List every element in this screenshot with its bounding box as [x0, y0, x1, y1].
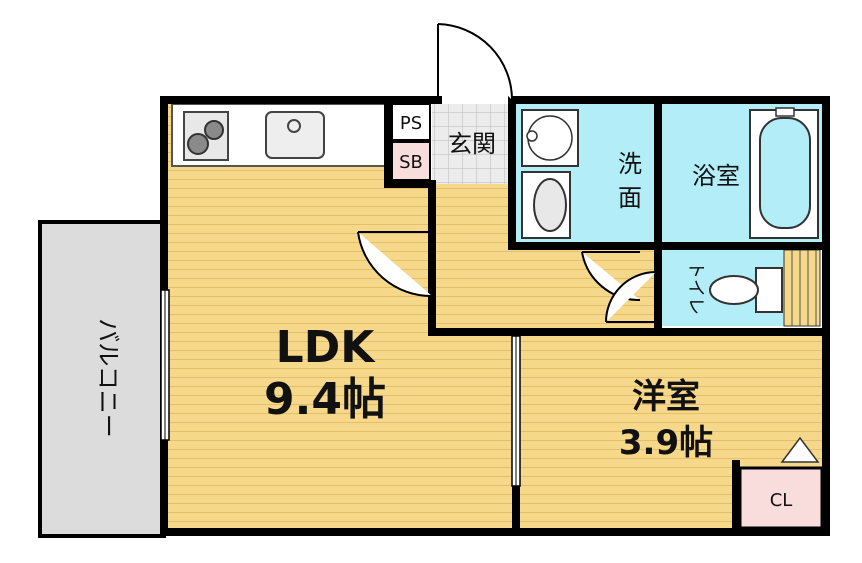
entrance-door-swing [437, 23, 513, 101]
washroom-label-2: 面 [618, 184, 642, 212]
breaker-box-label: SB [399, 152, 423, 173]
toilet-icon [755, 267, 783, 313]
ldk-area-label: 9.4帖 [264, 374, 386, 425]
balcony-label: バルコニー [94, 318, 122, 438]
ldk-name-label: LDK [276, 322, 377, 373]
pipe-space-label: PS [400, 113, 422, 134]
closet-label: CL [770, 490, 793, 511]
breaker-box [391, 141, 431, 181]
ldk-door-swing [357, 231, 433, 298]
bathroom-label: 浴室 [692, 162, 740, 190]
toilet-label: トイレ [685, 261, 706, 315]
balcony-area [38, 220, 166, 538]
closet-box [738, 466, 824, 530]
entrance-floor [432, 104, 510, 184]
washroom-label-1: 洗 [618, 150, 642, 178]
sink-icon [265, 111, 325, 159]
western-room-area-label: 3.9帖 [619, 423, 713, 463]
western-room-name-label: 洋室 [632, 377, 700, 417]
entrance-label: 玄関 [448, 130, 496, 158]
